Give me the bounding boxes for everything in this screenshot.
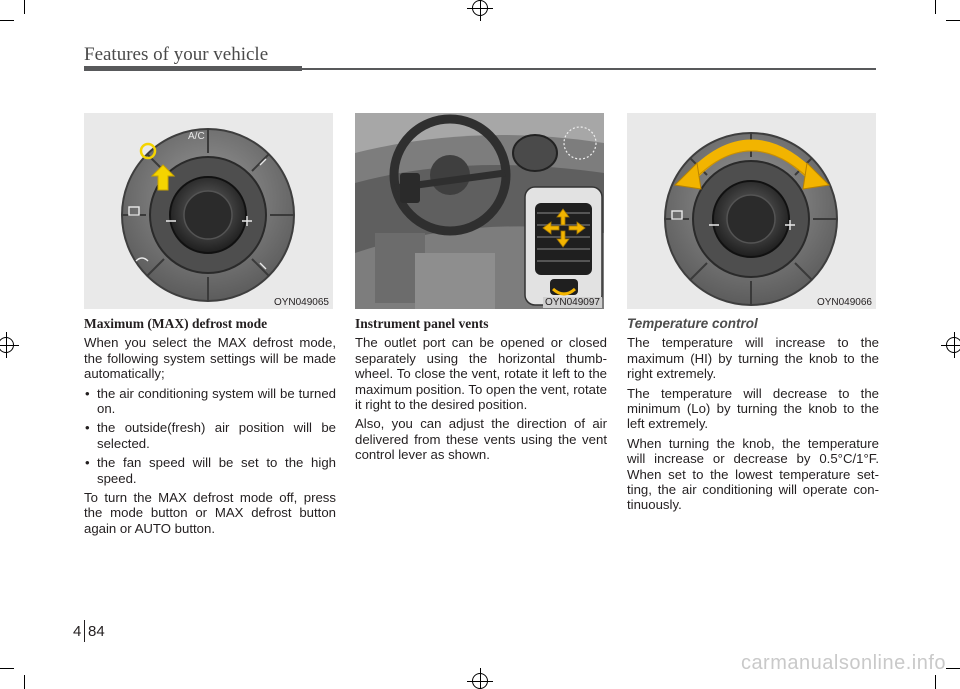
figure-code: OYN049065 xyxy=(271,297,331,308)
watermark: carmanualsonline.info xyxy=(740,652,946,674)
crop-mark xyxy=(0,20,14,21)
bullet-item: the fan speed will be set to the high sp… xyxy=(84,455,336,486)
crop-mark xyxy=(24,0,25,14)
column-temperature-control: Temperature control The temperature will… xyxy=(627,316,879,517)
page-header-title: Features of your vehicle xyxy=(84,44,269,65)
section-title-max-defrost: Maximum (MAX) defrost mode xyxy=(84,316,268,331)
ac-label: A/C xyxy=(188,131,205,142)
paragraph: The outlet port can be opened or closed … xyxy=(355,335,607,413)
figure-instrument-panel-vents: OYN049097 xyxy=(355,113,604,309)
paragraph: The temperature will increase to the max… xyxy=(627,335,879,382)
climate-knob-illustration: A/C xyxy=(121,128,295,302)
registration-mark-bottom xyxy=(467,668,493,689)
paragraph: To turn the MAX defrost mode off, press … xyxy=(84,490,336,536)
crop-mark xyxy=(935,0,936,14)
paragraph: The temperature will decrease to the min… xyxy=(627,385,879,432)
crop-mark xyxy=(946,20,960,21)
footer-divider xyxy=(84,620,85,642)
column-max-defrost: Maximum (MAX) defrost mode When you sele… xyxy=(84,316,336,540)
section-title-temperature-control: Temperature control xyxy=(627,316,758,331)
registration-mark-left xyxy=(0,332,19,358)
chapter-number: 4 xyxy=(73,623,82,640)
paragraph: When turning the knob, the temperature w… xyxy=(627,435,879,513)
paragraph: Also, you can adjust the direction of ai… xyxy=(355,416,607,463)
registration-mark-top xyxy=(467,0,493,21)
crop-mark xyxy=(946,668,960,669)
temperature-knob-illustration xyxy=(664,132,838,306)
crop-mark xyxy=(0,668,14,669)
header-rule xyxy=(84,66,302,71)
column-instrument-panel-vents: Instrument panel vents The outlet port c… xyxy=(355,316,607,467)
crop-mark xyxy=(24,675,25,689)
page-number: 84 xyxy=(88,623,105,640)
registration-mark-right xyxy=(941,332,960,358)
section-title-instrument-panel-vents: Instrument panel vents xyxy=(355,316,489,331)
bullet-item: the air conditioning system will be turn… xyxy=(84,386,336,417)
bullet-item: the outside(fresh) air position will be … xyxy=(84,420,336,451)
paragraph: When you select the MAX defrost mode, th… xyxy=(84,335,336,382)
crop-mark xyxy=(935,675,936,689)
figure-code: OYN049066 xyxy=(814,297,874,308)
header-rule-thin xyxy=(302,68,876,70)
dashboard-illustration xyxy=(355,113,604,309)
figure-temperature-control: OYN049066 xyxy=(627,113,876,309)
figure-max-defrost: A/C OYN049065 xyxy=(84,113,333,309)
figure-code: OYN049097 xyxy=(542,297,602,308)
